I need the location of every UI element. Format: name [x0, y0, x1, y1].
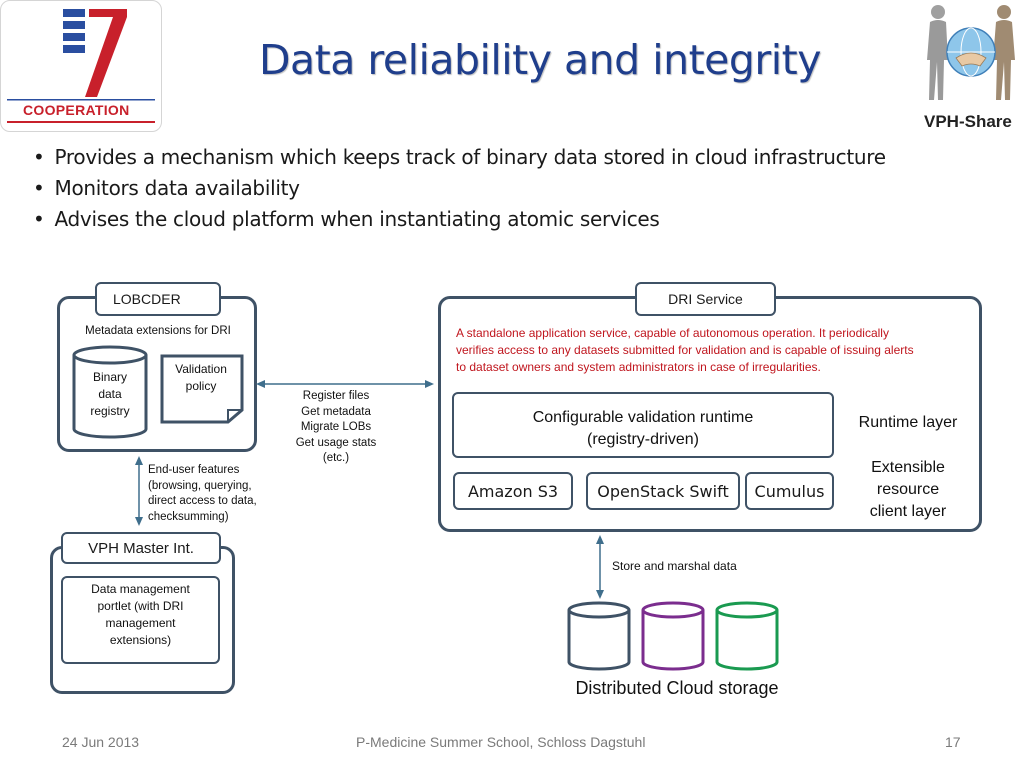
- binary-data-registry-cylinder: [72, 345, 148, 439]
- lobcder-dri-arrow: [256, 380, 434, 388]
- storage-cylinder-2: [641, 601, 705, 671]
- binary-data-registry-label: Binary data registry: [90, 370, 130, 418]
- client-layer-label: Extensible resource client layer: [869, 459, 947, 520]
- vph-share-logo: [918, 0, 1024, 110]
- cooperation-logo-text: COOPERATION: [23, 102, 130, 118]
- footer-page-number: 17: [945, 734, 961, 750]
- openstack-swift-client: OpenStack Swift: [586, 472, 740, 510]
- dri-description: A standalone application service, capabl…: [456, 326, 914, 374]
- distributed-cloud-storage-label: Distributed Cloud storage: [575, 678, 779, 698]
- storage-link-label: Store and marshal data: [612, 559, 737, 573]
- fp7-logo: COOPERATION: [0, 0, 162, 132]
- validation-runtime-box: Configurable validation runtime (registr…: [452, 392, 834, 458]
- fp7-mark-icon: [7, 9, 155, 123]
- enduser-features: End-user features (browsing, querying, d…: [148, 464, 257, 523]
- validation-policy-document: [160, 354, 244, 424]
- validation-policy-label: Validation policy: [175, 362, 227, 393]
- lobcder-tab: LOBCDER: [95, 282, 221, 316]
- bullet-item: Advises the cloud platform when instanti…: [33, 204, 886, 235]
- storage-arrow: [596, 535, 604, 599]
- vph-share-logo-text: VPH-Share: [924, 112, 1012, 131]
- cloud-storage-cylinders: [567, 601, 779, 671]
- cumulus-client: Cumulus: [745, 472, 834, 510]
- footer-date: 24 Jun 2013: [62, 734, 140, 750]
- bullet-item: Provides a mechanism which keeps track o…: [33, 142, 887, 173]
- data-management-portlet: Data management portlet (with DRI manage…: [61, 576, 220, 664]
- storage-cylinder-1: [567, 601, 631, 671]
- page-title: Data reliability and integrity: [258, 36, 822, 84]
- vph-figures-icon: [927, 5, 1015, 100]
- lobcder-dri-operations: Register files Get metadata Migrate LOBs…: [295, 390, 377, 464]
- amazon-s3-client: Amazon S3: [453, 472, 573, 510]
- bullet-list: Provides a mechanism which keeps track o…: [33, 142, 887, 235]
- dri-service-tab: DRI Service: [635, 282, 776, 316]
- storage-cylinder-3: [715, 601, 779, 671]
- bullet-item: Monitors data availability: [33, 173, 886, 204]
- footer-event: P-Medicine Summer School, Schloss Dagstu…: [356, 734, 646, 750]
- runtime-layer-label: Runtime layer: [858, 414, 958, 431]
- enduser-arrow: [135, 456, 143, 526]
- vph-master-tab: VPH Master Int.: [61, 532, 221, 564]
- lobcder-subtitle: Metadata extensions for DRI: [85, 325, 231, 337]
